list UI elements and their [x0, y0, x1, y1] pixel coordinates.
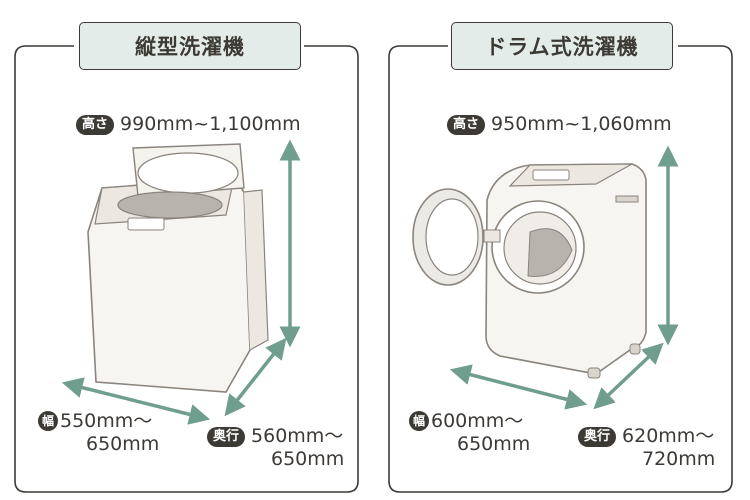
width-value-line1: 550mm～ — [60, 410, 153, 432]
height-value: 990mm~1,100mm — [120, 113, 301, 135]
top-load-washer-title: 縦型洗濯機 — [79, 22, 301, 70]
left-panel-frame — [14, 45, 359, 493]
width-value-line2: 650mm — [86, 433, 160, 455]
depth-tag: 奥行 — [578, 427, 617, 447]
depth-value-line2: 720mm — [642, 448, 716, 470]
width-tag: 幅 — [409, 411, 429, 431]
height-tag: 高さ — [76, 115, 115, 135]
depth-value-line1: 560mm～ — [251, 425, 344, 447]
height-tag: 高さ — [447, 115, 486, 135]
depth-value-line1: 620mm～ — [622, 425, 715, 447]
depth-value-line2: 650mm — [271, 448, 345, 470]
width-value-line1: 600mm～ — [431, 410, 524, 432]
height-value: 950mm~1,060mm — [491, 113, 672, 135]
drum-washer-title: ドラム式洗濯機 — [451, 22, 673, 70]
width-value-line2: 650mm — [457, 433, 531, 455]
width-tag: 幅 — [38, 411, 58, 431]
right-panel-frame — [388, 45, 733, 493]
depth-tag: 奥行 — [207, 427, 246, 447]
